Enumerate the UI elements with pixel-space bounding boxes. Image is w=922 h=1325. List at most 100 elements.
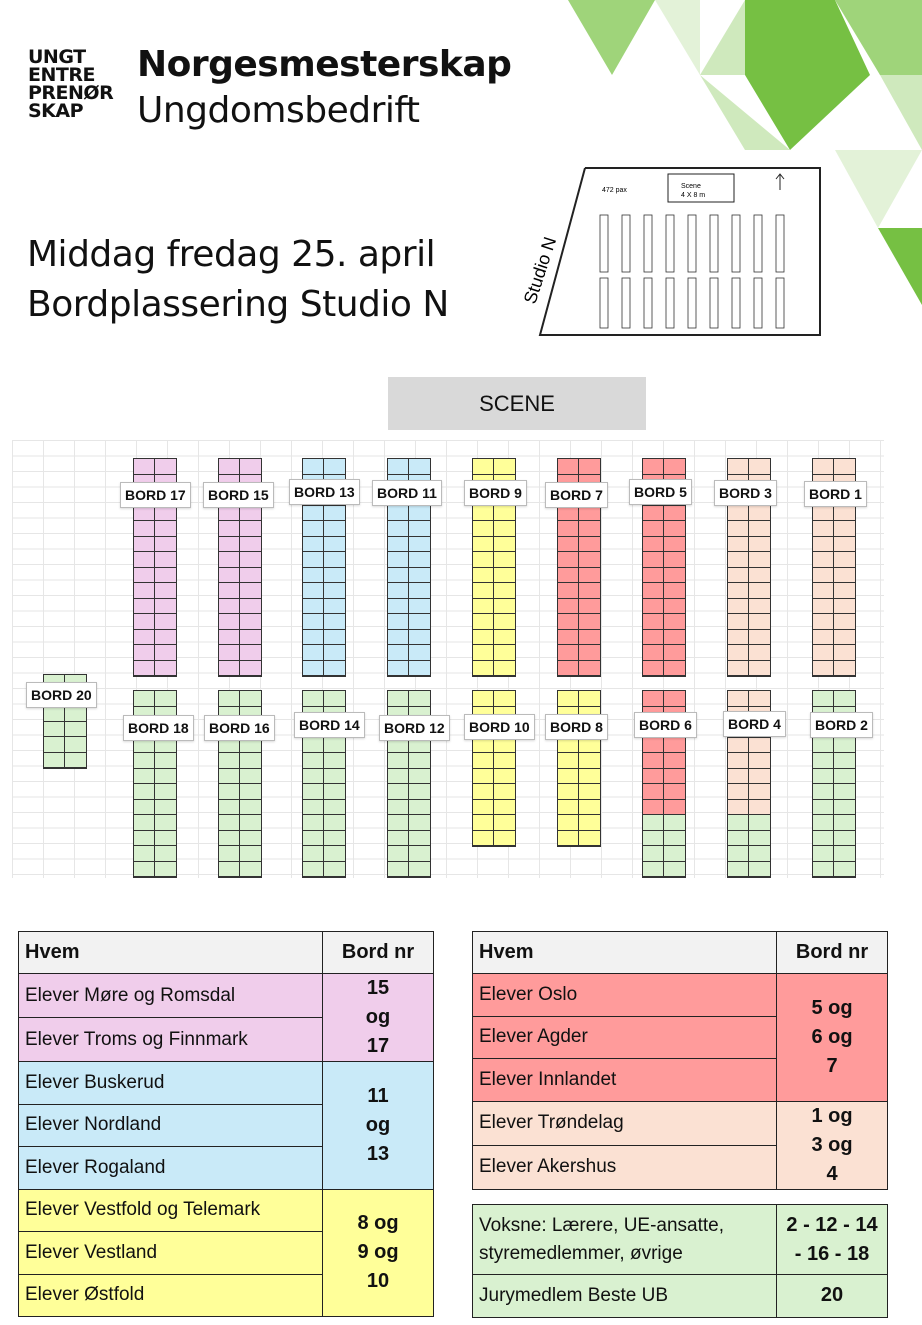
- seat: [558, 505, 579, 521]
- floorplan-table: [599, 277, 609, 329]
- seat: [473, 567, 494, 583]
- legend-who: Elever Vestfold og Telemark: [18, 1188, 323, 1232]
- dining-table: [218, 458, 262, 677]
- seat: [388, 660, 409, 676]
- seat: [579, 691, 600, 707]
- seat: [749, 505, 770, 521]
- seat: [324, 691, 345, 707]
- seat: [303, 753, 324, 769]
- seat: [749, 598, 770, 614]
- stage-label: Scene: [681, 183, 701, 190]
- seat: [579, 614, 600, 630]
- seat: [494, 645, 515, 661]
- seat: [324, 846, 345, 862]
- seat: [409, 753, 430, 769]
- seat: [494, 505, 515, 521]
- table-label: BORD 1: [804, 481, 867, 507]
- seat: [813, 737, 834, 753]
- seat: [409, 768, 430, 784]
- seat: [664, 861, 685, 877]
- decorative-triangles: [568, 0, 922, 305]
- seat: [134, 846, 155, 862]
- floorplan-table: [599, 214, 609, 273]
- seat: [643, 815, 664, 831]
- seat: [749, 784, 770, 800]
- seat: [664, 784, 685, 800]
- seat: [643, 459, 664, 475]
- seat: [219, 598, 240, 614]
- seat: [134, 815, 155, 831]
- seat: [409, 459, 430, 475]
- seat: [643, 660, 664, 676]
- seat: [834, 629, 855, 645]
- seat: [558, 645, 579, 661]
- seat: [155, 583, 176, 599]
- seat: [494, 459, 515, 475]
- seat: [643, 737, 664, 753]
- seat: [813, 567, 834, 583]
- seat: [155, 799, 176, 815]
- seat: [728, 552, 749, 568]
- seat: [219, 830, 240, 846]
- seat: [473, 536, 494, 552]
- table-label: BORD 15: [203, 482, 274, 508]
- seat: [324, 598, 345, 614]
- seat: [134, 567, 155, 583]
- seat: [219, 567, 240, 583]
- seat: [388, 583, 409, 599]
- seat: [558, 815, 579, 831]
- floorplan-table: [731, 277, 741, 329]
- seat: [579, 768, 600, 784]
- seat: [664, 459, 685, 475]
- seat: [155, 815, 176, 831]
- seat: [134, 799, 155, 815]
- seat: [240, 846, 261, 862]
- floorplan-table: [643, 214, 653, 273]
- seat: [813, 521, 834, 537]
- seat: [813, 830, 834, 846]
- seat: [134, 536, 155, 552]
- seat: [388, 861, 409, 877]
- seat: [240, 861, 261, 877]
- seat: [240, 784, 261, 800]
- floorplan-table: [709, 277, 719, 329]
- seat: [643, 645, 664, 661]
- seat: [473, 830, 494, 846]
- event-subtitle: Bordplassering Studio N: [27, 284, 449, 325]
- seat: [664, 846, 685, 862]
- legend-who: Elever Trøndelag: [472, 1100, 777, 1146]
- seat: [303, 768, 324, 784]
- seat: [749, 799, 770, 815]
- seat: [409, 737, 430, 753]
- seat: [409, 784, 430, 800]
- seat: [240, 691, 261, 707]
- seat: [579, 598, 600, 614]
- seat: [664, 614, 685, 630]
- seat: [388, 567, 409, 583]
- dining-table: [557, 458, 601, 677]
- seat: [643, 567, 664, 583]
- table-label: BORD 18: [123, 715, 194, 741]
- seat: [728, 645, 749, 661]
- seat: [388, 552, 409, 568]
- seat: [749, 846, 770, 862]
- seat: [494, 660, 515, 676]
- seat: [834, 768, 855, 784]
- seat: [44, 737, 65, 753]
- seat: [155, 614, 176, 630]
- legend-who: Elever Akershus: [472, 1144, 777, 1190]
- seat: [65, 706, 86, 722]
- stage-size: 4 X 8 m: [681, 192, 705, 199]
- seat: [155, 552, 176, 568]
- seat: [219, 614, 240, 630]
- seat: [409, 660, 430, 676]
- seat: [558, 536, 579, 552]
- seat: [324, 521, 345, 537]
- seat: [134, 583, 155, 599]
- seat: [749, 768, 770, 784]
- seat: [388, 753, 409, 769]
- page-subtitle: Ungdomsbedrift: [137, 90, 420, 131]
